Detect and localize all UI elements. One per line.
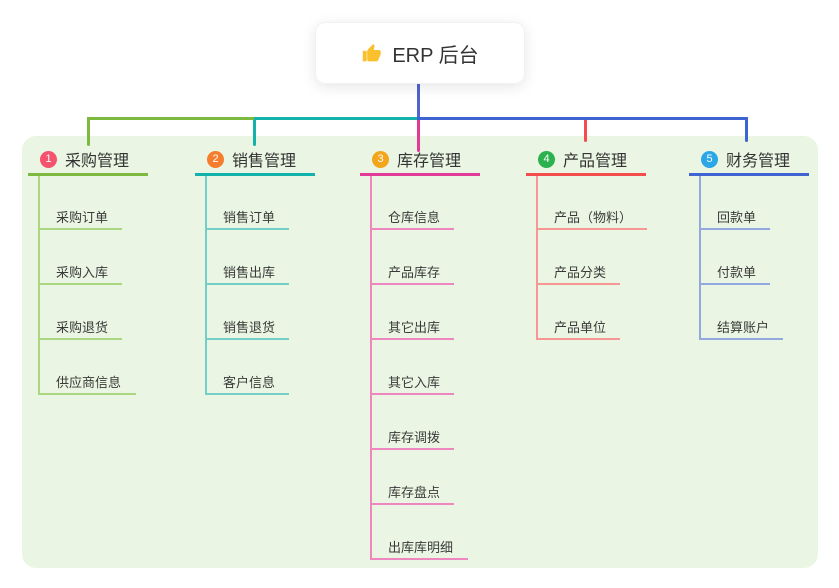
branch-title[interactable]: 2 销售管理 bbox=[207, 147, 296, 171]
child-node[interactable]: 结算账户 bbox=[717, 320, 770, 335]
branches-panel bbox=[22, 136, 818, 568]
child-underline bbox=[370, 338, 454, 340]
child-underline bbox=[370, 283, 454, 285]
child-node[interactable]: 销售订单 bbox=[223, 210, 276, 225]
branch-label: 产品管理 bbox=[563, 153, 628, 170]
branch-underline bbox=[28, 173, 148, 176]
branch-title[interactable]: 1 采购管理 bbox=[40, 147, 129, 171]
branch-title[interactable]: 4 产品管理 bbox=[538, 147, 627, 171]
children-trunk-line bbox=[699, 176, 701, 340]
child-node[interactable]: 销售退货 bbox=[223, 320, 276, 335]
child-underline bbox=[536, 283, 620, 285]
root-connector-line bbox=[417, 82, 420, 117]
child-underline bbox=[536, 228, 647, 230]
child-node[interactable]: 其它出库 bbox=[388, 320, 441, 335]
branch-underline bbox=[689, 173, 809, 176]
child-node[interactable]: 客户信息 bbox=[223, 375, 276, 390]
branch-underline bbox=[526, 173, 646, 176]
child-underline bbox=[205, 283, 289, 285]
child-node[interactable]: 付款单 bbox=[717, 265, 757, 280]
connector-horizontal-segment bbox=[87, 117, 254, 120]
connector-horizontal-segment bbox=[417, 117, 748, 120]
child-underline bbox=[370, 448, 454, 450]
child-underline bbox=[370, 393, 454, 395]
child-node[interactable]: 供应商信息 bbox=[56, 375, 122, 390]
connector-branch-drop bbox=[417, 120, 420, 152]
root-label: ERP 后台 bbox=[392, 44, 479, 67]
connector-branch-drop bbox=[253, 120, 256, 146]
branch-label: 采购管理 bbox=[65, 153, 130, 170]
child-node[interactable]: 库存盘点 bbox=[388, 485, 441, 500]
child-underline bbox=[699, 338, 783, 340]
child-node[interactable]: 出库库明细 bbox=[388, 540, 454, 555]
connector-branch-drop bbox=[584, 120, 587, 142]
child-node[interactable]: 采购退货 bbox=[56, 320, 109, 335]
branch-title[interactable]: 3 库存管理 bbox=[372, 147, 461, 171]
child-node[interactable]: 采购入库 bbox=[56, 265, 109, 280]
connector-branch-drop bbox=[745, 120, 748, 142]
child-underline bbox=[370, 503, 454, 505]
child-underline bbox=[205, 338, 289, 340]
child-underline bbox=[370, 228, 454, 230]
child-underline bbox=[699, 283, 770, 285]
children-trunk-line bbox=[205, 176, 207, 395]
child-underline bbox=[38, 393, 136, 395]
child-underline bbox=[205, 228, 289, 230]
branch-label: 库存管理 bbox=[397, 153, 462, 170]
child-node[interactable]: 产品库存 bbox=[388, 265, 441, 280]
child-underline bbox=[699, 228, 770, 230]
child-underline bbox=[38, 228, 122, 230]
thumbs-up-icon bbox=[361, 43, 382, 64]
branch-label: 财务管理 bbox=[726, 153, 791, 170]
child-underline bbox=[38, 283, 122, 285]
child-node[interactable]: 采购订单 bbox=[56, 210, 109, 225]
connector-horizontal-segment bbox=[254, 117, 417, 120]
child-node[interactable]: 库存调拨 bbox=[388, 430, 441, 445]
child-node[interactable]: 销售出库 bbox=[223, 265, 276, 280]
child-underline bbox=[205, 393, 289, 395]
children-trunk-line bbox=[370, 176, 372, 560]
child-underline bbox=[370, 558, 468, 560]
root-node[interactable]: ERP 后台 bbox=[315, 22, 525, 84]
child-node[interactable]: 其它入库 bbox=[388, 375, 441, 390]
children-trunk-line bbox=[536, 176, 538, 340]
child-node[interactable]: 产品（物料） bbox=[554, 210, 633, 225]
children-trunk-line bbox=[38, 176, 40, 395]
child-node[interactable]: 产品单位 bbox=[554, 320, 607, 335]
branch-label: 销售管理 bbox=[232, 153, 297, 170]
child-node[interactable]: 产品分类 bbox=[554, 265, 607, 280]
connector-branch-drop bbox=[87, 120, 90, 146]
branch-number-badge: 2 bbox=[207, 150, 224, 168]
child-node[interactable]: 回款单 bbox=[717, 210, 757, 225]
branch-number-badge: 3 bbox=[372, 150, 389, 168]
branch-number-badge: 5 bbox=[701, 150, 718, 168]
child-node[interactable]: 仓库信息 bbox=[388, 210, 441, 225]
branch-number-badge: 4 bbox=[538, 150, 555, 168]
child-underline bbox=[536, 338, 620, 340]
branch-underline bbox=[360, 173, 480, 176]
branch-underline bbox=[195, 173, 315, 176]
child-underline bbox=[38, 338, 122, 340]
branch-number-badge: 1 bbox=[40, 150, 57, 168]
branch-title[interactable]: 5 财务管理 bbox=[701, 147, 790, 171]
